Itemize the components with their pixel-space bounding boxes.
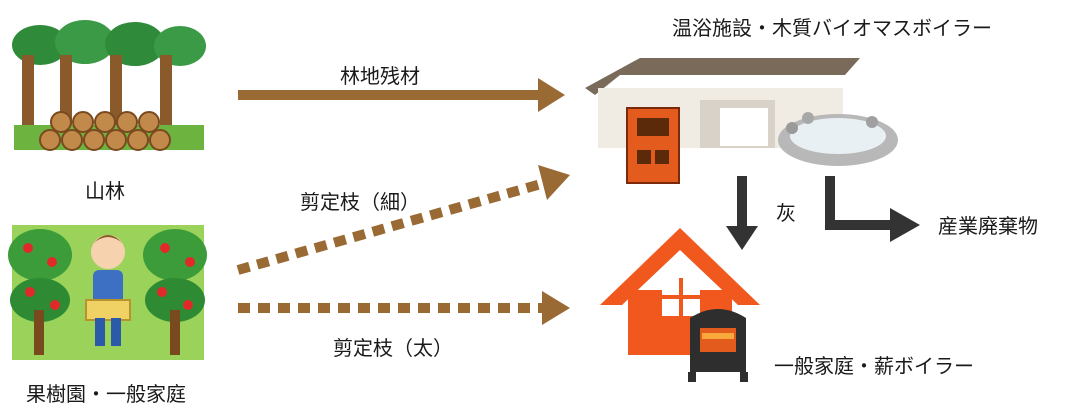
bathhouse-label: 温浴施設・木質バイオマスボイラー [672,16,992,40]
flow-label-pruned-thick: 剪定枝（太） [333,336,453,360]
flow-label-ash: 灰 [776,201,796,225]
industrial-waste-label: 産業廃棄物 [938,214,1038,238]
arrow-pruned-thin [236,165,570,275]
forest-illustration [12,20,206,151]
biomass-boiler-icon [626,107,680,184]
farmer-figure [85,235,131,346]
orchard-illustration [8,225,207,360]
flow-label-forest-residue: 林地残材 [340,64,420,88]
arrow-ash [726,176,758,250]
arrow-forest-residue [238,78,565,112]
arrow-industrial-waste [825,176,920,242]
hot-spring-bath-icon [778,112,898,166]
household-illustration [600,228,760,382]
wood-boiler-icon [688,309,748,382]
arrow-pruned-thick [238,291,570,325]
forest-label: 山林 [85,179,125,203]
orchard-label: 果樹園・一般家庭 [26,382,186,406]
log-pile [39,111,171,151]
bathhouse-illustration [585,58,898,184]
household-label: 一般家庭・薪ボイラー [774,354,974,378]
flow-label-pruned-thin: 剪定枝（細） [300,190,420,214]
